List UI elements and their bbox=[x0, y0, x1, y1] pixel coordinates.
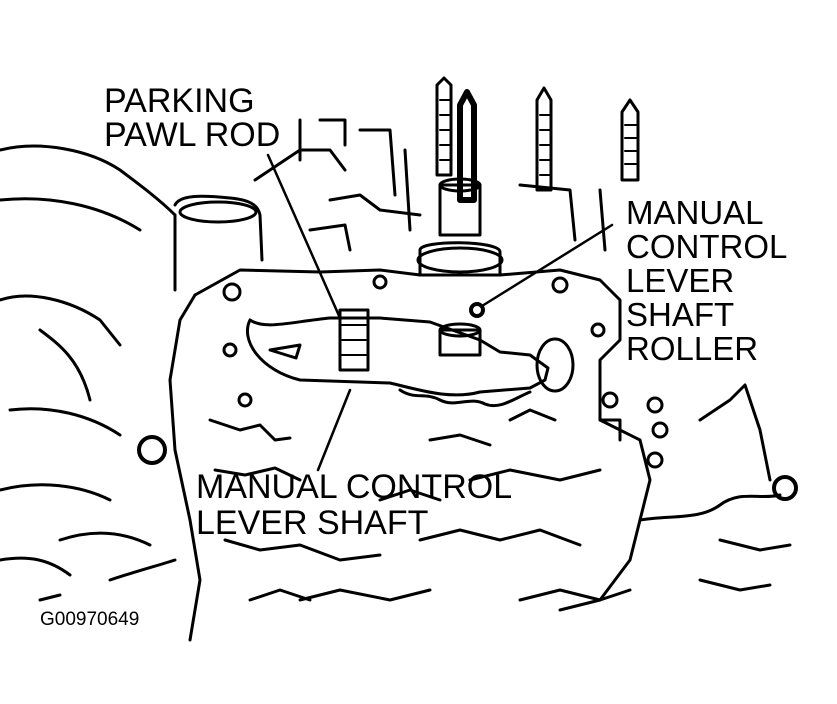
manual-control-lever-assembly bbox=[246, 177, 575, 407]
manual-control-lever-shaft-label: MANUAL CONTROL LEVER SHAFT bbox=[196, 470, 512, 542]
label-line: CONTROL bbox=[626, 228, 788, 265]
figure-code: G00970649 bbox=[40, 609, 140, 630]
leader-lines bbox=[266, 153, 614, 472]
label-line: ROLLER bbox=[626, 330, 759, 367]
valve-body bbox=[38, 268, 798, 642]
leader-parking-pawl-rod bbox=[266, 153, 342, 320]
label-line: MANUAL CONTROL bbox=[196, 468, 513, 506]
leader-manual-control-lever-shaft bbox=[316, 388, 352, 472]
label-line: MANUAL bbox=[626, 194, 764, 231]
manual-control-lever-shaft-roller-label: MANUAL CONTROL LEVER SHAFT ROLLER bbox=[626, 196, 787, 366]
label-line: PARKING bbox=[104, 82, 255, 120]
label-line: LEVER bbox=[626, 262, 735, 299]
leader-manual-control-lever-shaft-roller bbox=[480, 223, 614, 308]
label-line: PAWL ROD bbox=[104, 116, 281, 154]
transmission-housing bbox=[0, 118, 422, 582]
studs bbox=[435, 76, 640, 252]
parking-pawl-rod-label: PARKING PAWL ROD bbox=[104, 84, 280, 152]
label-line: SHAFT bbox=[626, 296, 735, 333]
label-line: LEVER SHAFT bbox=[196, 504, 429, 542]
